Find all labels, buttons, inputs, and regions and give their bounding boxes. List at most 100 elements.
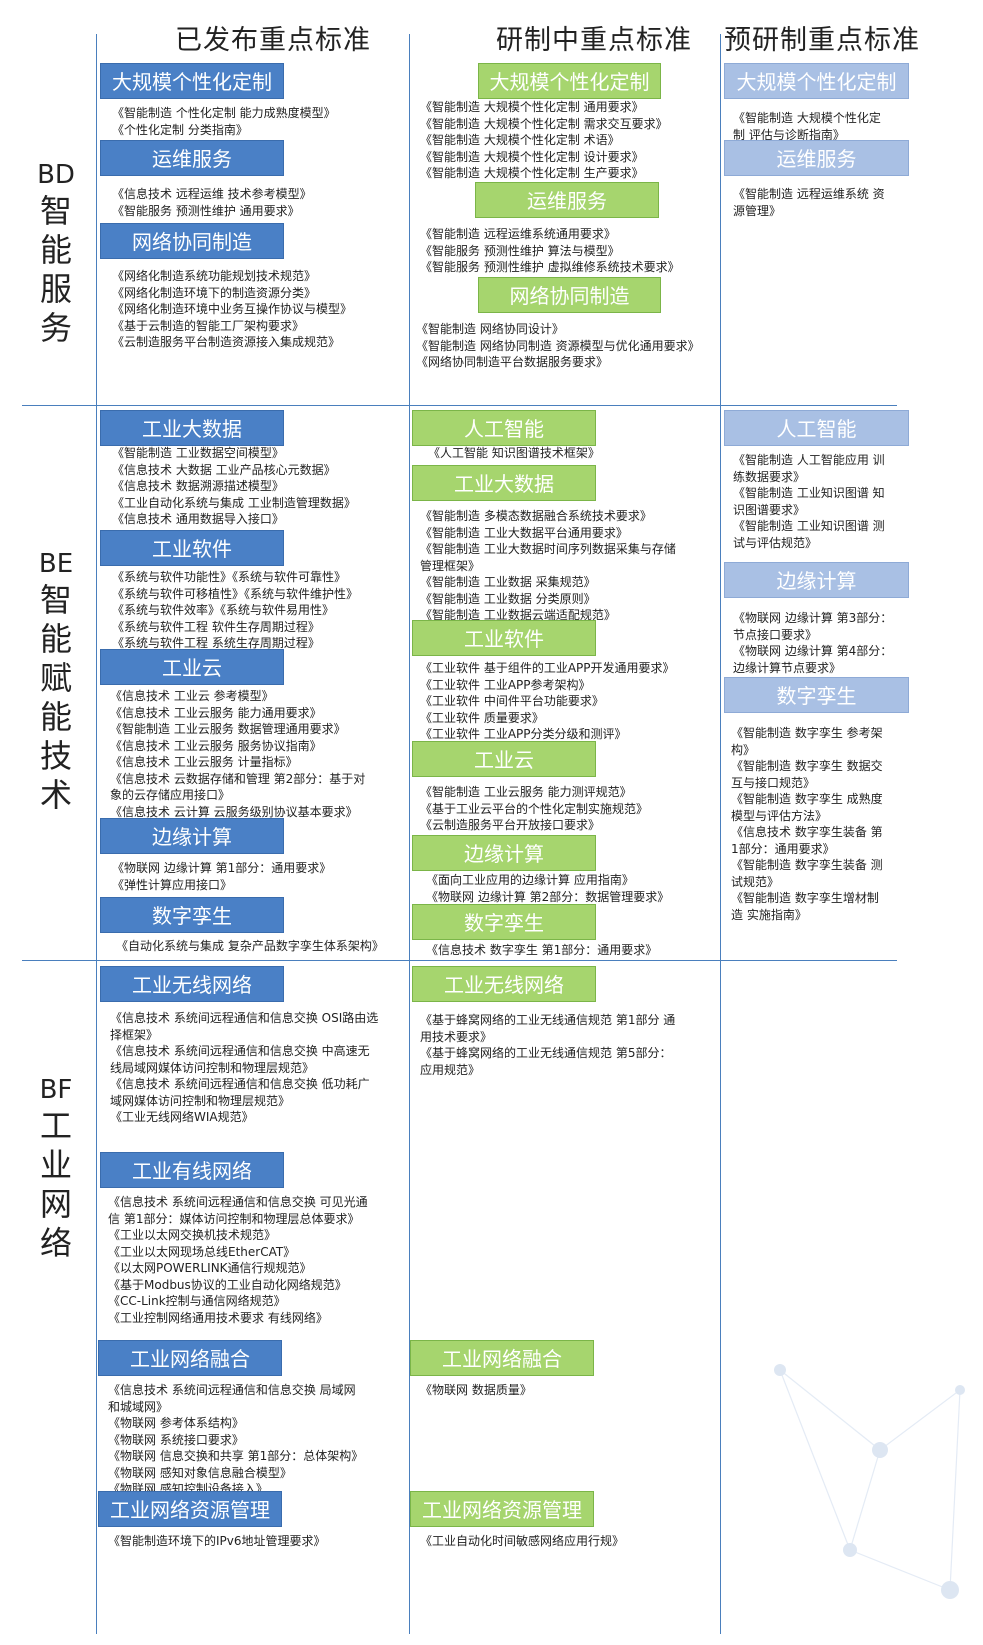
standard-item: 《物联网 边缘计算 第2部分：数据管理要求》 <box>426 889 670 904</box>
standard-item: 《智能制造 大规模个性化定制 生产要求》 <box>420 166 644 180</box>
standard-item: 制 评估与诊断指南》 <box>733 127 845 142</box>
standard-item: 《系统与软件可移植性》《系统与软件维护性》 <box>112 586 359 601</box>
row-char: 智 <box>39 192 72 230</box>
standard-item: 《基于工业云平台的个性化定制实施规范》 <box>420 801 649 816</box>
standard-list: 《信息技术 数字孪生 第1部分：通用要求》 <box>426 942 657 959</box>
standard-item: 《信息技术 远程运维 技术参考模型》 <box>112 187 312 201</box>
standard-list: 《智能制造 数字孪生 参考架构》《智能制造 数字孪生 数据交互与接口规范》《智能… <box>731 725 883 923</box>
standard-item: 《工业软件 工业APP分类分级和测评》 <box>420 727 627 741</box>
standard-item: 《信息技术 工业云服务 计量指标》 <box>110 755 298 769</box>
standard-item: 《物联网 数据质量》 <box>420 1383 532 1397</box>
category-box-software: 工业软件 <box>100 530 284 566</box>
standard-list: 《人工智能 知识图谱技术框架》 <box>428 445 600 462</box>
standard-list: 《智能制造环境下的IPv6地址管理要求》 <box>108 1533 326 1550</box>
standard-item: 信 第1部分：媒体访问控制和物理层总体要求》 <box>108 1211 360 1226</box>
standard-item: 管理框架》 <box>420 558 481 573</box>
row-char: 业 <box>39 1146 72 1184</box>
standard-item: 《云制造服务平台制造资源接入集成规范》 <box>112 335 341 349</box>
row-char: 技 <box>39 737 72 775</box>
category-box-network: 网络协同制造 <box>100 223 284 259</box>
standard-item: 识图谱要求》 <box>733 502 806 517</box>
standard-item: 《人工智能 知识图谱技术框架》 <box>428 446 600 460</box>
row-code: BF <box>39 1075 73 1105</box>
standard-item: 《智能制造 大规模个性化定制 需求交互要求》 <box>420 116 668 131</box>
row-divider-be-bf <box>22 960 897 961</box>
standard-item: 《信息技术 数字孪生 第1部分：通用要求》 <box>426 943 658 957</box>
category-box-bigdata: 工业大数据 <box>100 410 284 446</box>
standard-item: 《信息技术 系统间远程通信和信息交换 可见光通 <box>108 1195 368 1209</box>
row-char: 网 <box>39 1185 72 1223</box>
row-char: 服 <box>39 270 72 308</box>
header-developing: 研制中重点标准 <box>496 25 692 56</box>
standard-list: 《物联网 数据质量》 <box>420 1382 532 1399</box>
standard-item: 《工业软件 中间件平台功能要求》 <box>420 694 604 708</box>
standard-item: 《智能制造 远程运维系统通用要求》 <box>420 227 616 241</box>
divider-middle <box>409 34 410 1634</box>
standard-item: 《智能制造 工业知识图谱 测 <box>733 519 885 533</box>
standard-item: 《智能服务 预测性维护 通用要求》 <box>112 203 300 218</box>
row-char: 务 <box>39 309 72 347</box>
standard-item: 《智能制造 大规模个性化定 <box>733 111 881 125</box>
row-char: 络 <box>39 1224 72 1262</box>
row-divider-bd-be <box>22 405 897 406</box>
standard-item: 《工业软件 质量要求》 <box>420 710 544 725</box>
standard-item: 《智能制造 工业大数据平台通用要求》 <box>420 525 628 540</box>
category-box-fusion: 工业网络融合 <box>98 1340 282 1376</box>
row-char: 赋 <box>39 659 72 697</box>
standard-list: 《工业软件 基于组件的工业APP开发通用要求》《工业软件 工业APP参考架构》《… <box>420 660 675 743</box>
standard-item: 《CC-Link控制与通信网络规范》 <box>108 1294 286 1308</box>
standard-item: 《弹性计算应用接口》 <box>112 877 233 892</box>
row-char: 能 <box>39 620 72 658</box>
standard-item: 《工业以太网交换机技术规范》 <box>108 1228 277 1242</box>
standard-item: 《信息技术 数字孪生装备 第 <box>731 825 883 839</box>
standard-item: 《智能制造 大规模个性化定制 通用要求》 <box>420 100 644 114</box>
standard-item: 1部分：通用要求》 <box>731 841 835 856</box>
standard-list: 《工业自动化时间敏感网络应用行规》 <box>420 1533 624 1550</box>
header-published: 已发布重点标准 <box>175 25 371 56</box>
category-box-network: 网络协同制造 <box>478 277 661 313</box>
standard-item: 《智能制造 数字孪生 成熟度 <box>731 792 883 806</box>
standard-list: 《物联网 边缘计算 第3部分：节点接口要求》《物联网 边缘计算 第4部分：边缘计… <box>733 610 892 676</box>
standard-item: 《工业自动化系统与集成 工业制造管理数据》 <box>112 495 356 510</box>
standard-item: 《智能制造 网络协同制造 资源模型与优化通用要求》 <box>416 338 700 353</box>
standard-item: 《智能服务 预测性维护 虚拟维修系统技术要求》 <box>420 260 680 274</box>
category-box-fusion: 工业网络融合 <box>410 1340 594 1376</box>
standard-item: 《物联网 边缘计算 第4部分： <box>733 644 893 658</box>
standard-item: 象的云存储应用接口》 <box>110 788 231 802</box>
standard-item: 《智能服务 预测性维护 算法与模型》 <box>420 243 620 258</box>
category-box-cloud: 工业云 <box>100 649 284 685</box>
standard-item: 《智能制造 工业云服务 数据管理通用要求》 <box>110 722 346 736</box>
standard-item: 试规范》 <box>731 874 780 889</box>
standard-item: 《物联网 边缘计算 第3部分： <box>733 611 893 625</box>
standard-item: 《工业软件 基于组件的工业APP开发通用要求》 <box>420 661 675 675</box>
standard-item: 《物联网 参考体系结构》 <box>108 1416 244 1430</box>
category-box-edge: 边缘计算 <box>724 562 909 598</box>
category-box-ops: 运维服务 <box>724 140 909 176</box>
standard-list: 《智能制造 大规模个性化定制 通用要求》《智能制造 大规模个性化定制 需求交互要… <box>420 99 668 182</box>
standard-item: 《工业以太网现场总线EtherCAT》 <box>108 1244 296 1259</box>
standard-item: 《基于Modbus协议的工业自动化网络规范》 <box>108 1277 347 1292</box>
standard-item: 《智能制造 人工智能应用 训 <box>733 453 885 467</box>
standard-item: 《智能制造 工业数据云端适配规范》 <box>420 608 616 622</box>
standard-item: 《物联网 信息交换和共享 第1部分：总体架构》 <box>108 1449 364 1463</box>
standard-item: 《信息技术 大数据 工业产品核心元数据》 <box>112 462 336 477</box>
divider-left <box>96 34 97 1634</box>
standard-list: 《基于蜂窝网络的工业无线通信规范 第1部分 通用技术要求》《基于蜂窝网络的工业无… <box>420 1012 675 1078</box>
standard-item: 《系统与软件功能性》《系统与软件可靠性》 <box>112 570 347 584</box>
standard-list: 《智能制造 工业数据空间模型》《信息技术 大数据 工业产品核心元数据》《信息技术… <box>112 445 356 528</box>
standard-list: 《智能制造 工业云服务 能力测评规范》《基于工业云平台的个性化定制实施规范》《云… <box>420 784 648 834</box>
standard-item: 《信息技术 数据溯源描述模型》 <box>112 479 284 493</box>
standard-item: 《网络化制造系统功能规划技术规范》 <box>112 269 317 283</box>
row-char: 工 <box>39 1107 72 1145</box>
standard-list: 《信息技术 系统间远程通信和信息交换 可见光通信 第1部分：媒体访问控制和物理层… <box>108 1194 368 1326</box>
standard-item: 《信息技术 系统间远程通信和信息交换 低功耗广 <box>110 1077 370 1091</box>
standard-item: 《工业无线网络WIA规范》 <box>110 1110 254 1124</box>
standard-list: 《信息技术 系统间远程通信和信息交换 局域网和城域网》《物联网 参考体系结构》《… <box>108 1382 363 1498</box>
category-box-custom: 大规模个性化定制 <box>478 63 661 99</box>
row-code: BE <box>38 549 74 579</box>
standard-list: 《面向工业应用的边缘计算 应用指南》《物联网 边缘计算 第2部分：数据管理要求》 <box>426 872 669 905</box>
standard-item: 《自动化系统与集成 复杂产品数字孪生体系架构》 <box>116 939 384 953</box>
category-box-wireless: 工业无线网络 <box>100 966 284 1002</box>
standard-list: 《信息技术 工业云 参考模型》《信息技术 工业云服务 能力通用要求》《智能制造 … <box>110 688 365 820</box>
standard-item: 《智能制造 工业数据 采集规范》 <box>420 575 596 589</box>
